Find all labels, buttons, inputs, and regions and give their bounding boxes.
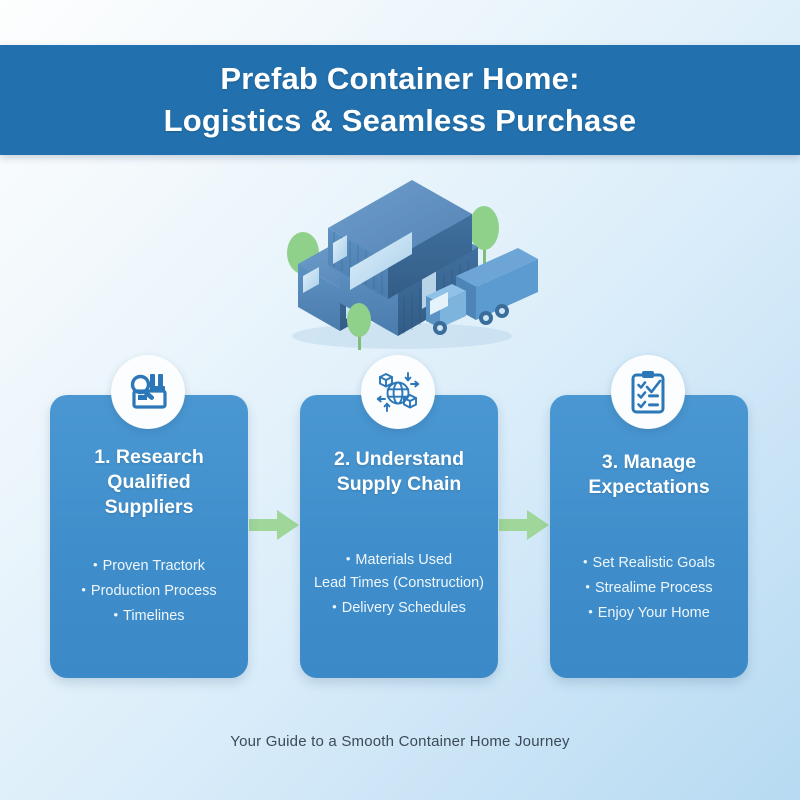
bullet-marker-icon: •	[588, 604, 593, 619]
bullet-marker-icon: •	[81, 582, 86, 597]
tree-front	[347, 303, 371, 350]
bullet-marker-icon: •	[332, 599, 337, 614]
list-item-label: Lead Times (Construction)	[313, 575, 485, 591]
step-card-title-line: 2. Understand	[333, 448, 465, 470]
step-card-bullet-list: • Materials Used Lead Times (Construction…	[306, 547, 492, 620]
globe-boxes-arrows-icon	[375, 370, 421, 414]
list-item-label: Proven Tractork	[102, 558, 205, 574]
step-card-title: 2. Understand Supply Chain	[310, 447, 488, 497]
step-card-title-line: Expectations	[588, 476, 710, 498]
bullet-marker-icon: •	[345, 551, 351, 566]
step-icon-badge-2	[361, 355, 435, 429]
list-item-label: Set Realistic Goals	[592, 555, 716, 571]
flow-arrow-2-to-3	[499, 508, 549, 542]
list-item-label: Production Process	[90, 583, 217, 599]
step-card-bullet-list: • Proven Tractork • Production Process • Ti…	[56, 553, 242, 628]
page-title-line-1: Prefab Container Home:	[220, 61, 580, 96]
footer-tagline: Your Guide to a Smooth Container Home Jo…	[230, 733, 570, 750]
list-item-label: Materials Used	[355, 552, 453, 568]
bullet-marker-icon: •	[582, 554, 588, 569]
bullet-marker-icon: •	[585, 579, 590, 594]
list-item-label: Strealime Process	[594, 580, 713, 596]
list-item: • Set Realistic Goals	[556, 550, 742, 575]
container-home-illustration	[270, 168, 540, 353]
step-card-research-suppliers[interactable]: 1. Research Qualified Suppliers • Proven …	[50, 395, 248, 678]
page-title-line-2: Logistics & Seamless Purchase	[163, 103, 637, 138]
step-card-title-line: Qualified	[107, 471, 191, 493]
list-item-label: Timelines	[123, 608, 185, 624]
list-item-label: Delivery Schedules	[341, 600, 466, 616]
tree-right	[469, 206, 499, 286]
list-item: • Production Process	[56, 578, 242, 603]
step-icon-badge-3	[611, 355, 685, 429]
magnifier-chart-icon	[127, 372, 169, 412]
container-upper	[328, 180, 472, 299]
step-card-title: 3. Manage Expectations	[560, 450, 738, 500]
step-card-title-line: Supply Chain	[336, 473, 462, 495]
title-banner: Prefab Container Home: Logistics & Seaml…	[0, 45, 800, 155]
step-card-bullet-list: •Set Realistic Goals •Strealime Process …	[556, 550, 742, 625]
list-item: • Timelines	[56, 603, 242, 628]
bullet-marker-icon: •	[93, 557, 98, 572]
list-item: • Materials Used	[306, 547, 492, 572]
list-item: Lead Times (Construction)	[306, 572, 492, 595]
step-card-manage-expectations[interactable]: 3. Manage Expectations •Set Realistic Go…	[550, 395, 748, 678]
delivery-truck	[426, 248, 538, 335]
list-item: • Strealime Process	[556, 575, 742, 600]
step-card-title-line: Suppliers	[104, 496, 194, 518]
list-item: • Proven Tractork	[56, 553, 242, 578]
step-card-understand-supply-chain[interactable]: 2. Understand Supply Chain • Materials Us…	[300, 395, 498, 678]
step-card-title-line: 1. Research	[94, 446, 204, 468]
clipboard-checklist-icon	[629, 370, 667, 414]
bullet-marker-icon: •	[113, 607, 119, 622]
list-item-label: Enjoy Your Home	[597, 605, 710, 621]
list-item: • Delivery Schedules	[306, 595, 492, 620]
step-card-title: 1. Research Qualified Suppliers	[60, 445, 238, 520]
list-item: • Enjoy Your Home	[556, 600, 742, 625]
step-icon-badge-1	[111, 355, 185, 429]
flow-arrow-1-to-2	[249, 508, 299, 542]
step-card-title-line: 3. Manage	[601, 451, 697, 473]
